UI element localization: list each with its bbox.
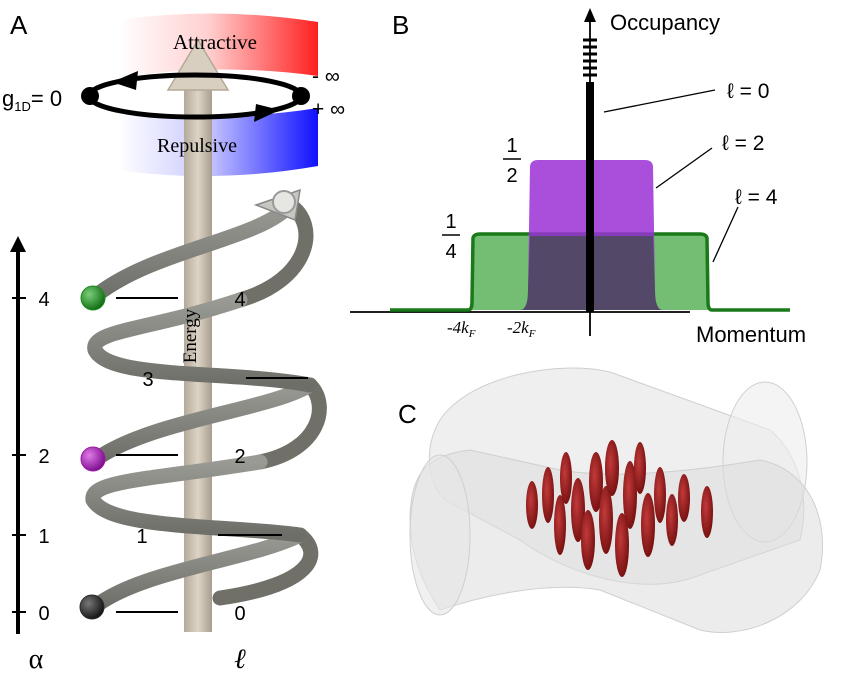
quarter-fraction: 1 4 xyxy=(442,211,460,263)
alpha-tick-2: 2 xyxy=(38,446,49,468)
panel-b: B Occupancy Momentum 1 2 1 xyxy=(350,8,806,347)
attractive-label: Attractive xyxy=(173,30,257,54)
svg-text:1: 1 xyxy=(506,135,517,157)
loop-arrow-left-icon xyxy=(112,71,138,90)
energy-label: Energy xyxy=(180,308,201,363)
tube xyxy=(599,486,613,554)
alpha-tick-0: 0 xyxy=(38,603,49,625)
l0-spike-dashes xyxy=(583,38,597,77)
g1d-zero-dot xyxy=(81,87,99,105)
ground-state-ball xyxy=(79,594,105,620)
energy-arrow-shaft xyxy=(184,82,212,632)
tube xyxy=(641,493,655,557)
occupancy-axis-arrow-icon xyxy=(584,8,596,22)
label-l0: ℓ = 0 xyxy=(727,80,769,103)
half-fraction: 1 2 xyxy=(503,135,521,187)
panel-a: A Attractive Repulsive g1D= 0 - ∞ + ∞ xyxy=(2,10,345,675)
tube xyxy=(554,495,566,555)
label-l2: ℓ = 2 xyxy=(722,132,764,155)
l4-state-ball xyxy=(80,285,106,311)
ell-level-4: 4 xyxy=(234,289,245,311)
alpha-tick-1: 1 xyxy=(38,526,49,548)
beam-2-end-cap xyxy=(409,454,471,616)
l0-spike xyxy=(586,82,594,312)
tube xyxy=(634,442,646,494)
occupancy-label: Occupancy xyxy=(610,10,720,35)
minus-infinity-label: - ∞ xyxy=(312,65,340,88)
ell-level-0: 0 xyxy=(234,603,245,625)
loop-arrow-right-icon xyxy=(254,104,280,122)
panel-c: C xyxy=(398,367,823,633)
panel-b-letter: B xyxy=(392,10,409,40)
alpha-axis-arrow-icon xyxy=(10,236,26,252)
tube xyxy=(615,513,629,577)
tube xyxy=(581,510,595,570)
tube xyxy=(654,467,666,523)
repulsive-label: Repulsive xyxy=(157,135,237,157)
tube xyxy=(623,461,637,529)
leader-lines xyxy=(603,89,739,263)
ell-axis-label: ℓ xyxy=(234,644,246,675)
helix-end-cap xyxy=(272,190,296,214)
repulsive-band xyxy=(118,108,318,177)
tube xyxy=(701,486,713,538)
tube xyxy=(589,452,603,512)
label-l4: ℓ = 4 xyxy=(735,186,778,209)
svg-text:1: 1 xyxy=(445,211,456,233)
tube xyxy=(605,440,619,496)
panel-a-letter: A xyxy=(10,10,28,40)
tube xyxy=(560,452,572,504)
alpha-tick-4: 4 xyxy=(38,289,49,311)
tube xyxy=(678,474,690,522)
l2-state-ball xyxy=(80,446,106,472)
tube xyxy=(526,481,538,529)
svg-text:2: 2 xyxy=(506,165,517,187)
helix-front xyxy=(85,197,318,616)
svg-text:4: 4 xyxy=(445,241,456,263)
helix-back xyxy=(212,197,327,606)
alpha-axis-label: α xyxy=(29,644,44,675)
tick-minus-2kf: -2kF xyxy=(507,318,536,340)
attractive-band xyxy=(118,13,318,78)
tube xyxy=(542,467,554,523)
g1d-label: g1D= 0 xyxy=(2,86,62,114)
alpha-axis-ticks xyxy=(12,297,26,613)
momentum-label: Momentum xyxy=(696,322,806,347)
ell-level-2: 2 xyxy=(234,446,245,468)
tube xyxy=(571,478,585,542)
tick-minus-4kf: -4kF xyxy=(447,318,476,340)
tube xyxy=(666,494,678,546)
ell-level-1: 1 xyxy=(136,526,147,548)
plus-infinity-label: + ∞ xyxy=(312,98,345,121)
level-ticks xyxy=(116,297,308,613)
atom-tubes xyxy=(526,440,713,577)
ell-level-3: 3 xyxy=(142,369,153,391)
panel-c-letter: C xyxy=(398,399,417,429)
infinity-dot xyxy=(292,87,310,105)
